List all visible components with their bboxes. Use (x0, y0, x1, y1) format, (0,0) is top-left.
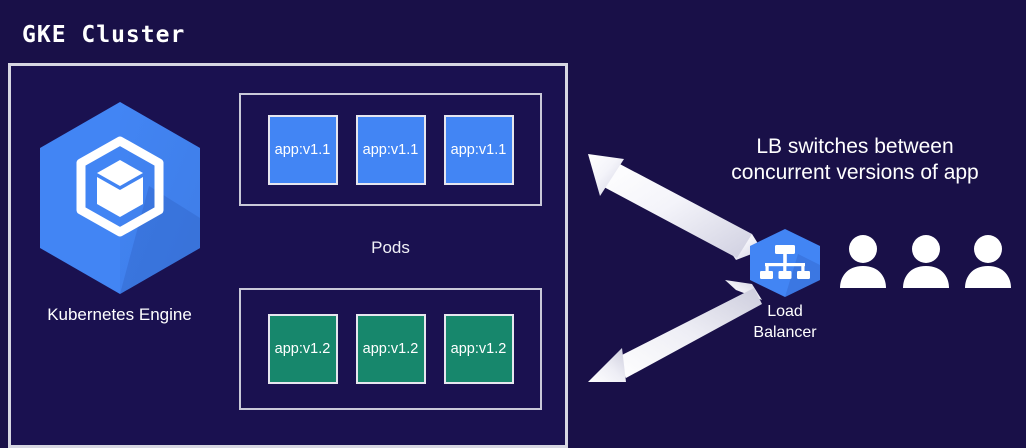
lb-caption: LB switches between concurrent versions … (690, 134, 1020, 186)
load-balancer-label: Load Balancer (727, 301, 843, 343)
pod-row: app:v1.2 app:v1.2 app:v1.2 (241, 290, 540, 408)
pod-item[interactable]: app:v1.1 (267, 114, 338, 185)
pod-group-v1-2: app:v1.2 app:v1.2 app:v1.2 (239, 288, 542, 410)
user-icon (901, 234, 951, 288)
kubernetes-engine-label: Kubernetes Engine (47, 305, 192, 324)
lb-caption-line1: LB switches between (756, 135, 954, 158)
pod-item[interactable]: app:v1.2 (267, 314, 338, 384)
pod-group-v1-1: app:v1.1 app:v1.1 app:v1.1 (239, 93, 542, 206)
page-title: GKE Cluster (22, 22, 186, 48)
pods-label: Pods (371, 238, 410, 257)
pod-item[interactable]: app:v1.2 (355, 314, 426, 384)
pod-item[interactable]: app:v1.1 (355, 114, 426, 185)
kubernetes-engine-hexagon-icon (31, 98, 209, 298)
pod-row: app:v1.1 app:v1.1 app:v1.1 (241, 95, 540, 204)
load-balancer-node[interactable]: Load Balancer (735, 227, 835, 352)
load-balancer-label-line1: Load (767, 303, 803, 320)
load-balancer-hierarchy-icon (746, 227, 824, 299)
user-icon (963, 234, 1013, 288)
load-balancer-label-line2: Balancer (753, 324, 817, 341)
pod-item[interactable]: app:v1.1 (443, 114, 514, 185)
users-group (838, 232, 1013, 288)
user-icon (838, 234, 888, 288)
lb-caption-line2: concurrent versions of app (731, 161, 979, 184)
kubernetes-engine-node: Kubernetes Engine (22, 98, 217, 343)
pod-item[interactable]: app:v1.2 (443, 314, 514, 384)
